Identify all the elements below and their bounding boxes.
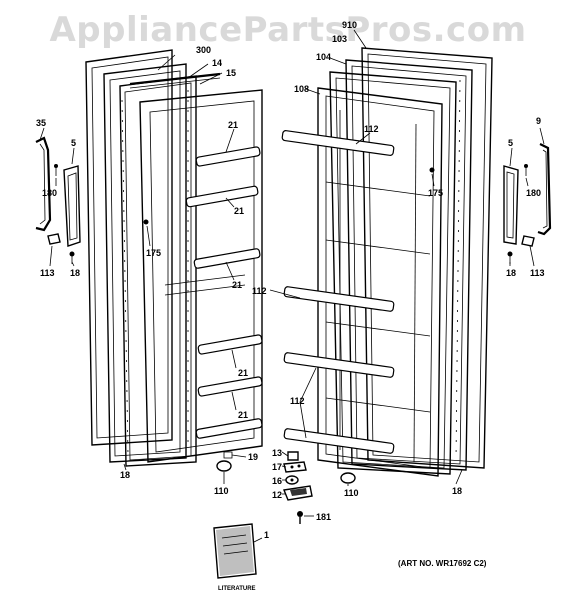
label-104: 104	[316, 52, 331, 62]
right-screw-180	[524, 164, 528, 176]
left-door-shelf-rail-21-c	[193, 248, 261, 269]
right-door-shelf-rail-112-a	[281, 130, 395, 156]
left-handle-trim-5	[63, 165, 81, 247]
right-screw-175	[429, 167, 435, 173]
label-16: 16	[272, 476, 282, 486]
right-door-liner	[329, 71, 457, 475]
right-door-inner-liner	[317, 87, 443, 477]
label-21-e: 21	[238, 410, 248, 420]
label-21-a: 21	[228, 120, 238, 130]
label-18-left-handle: 18	[70, 268, 80, 278]
label-18-right-bottom: 18	[452, 486, 462, 496]
label-15: 15	[226, 68, 236, 78]
hinge-washer-16	[285, 475, 299, 485]
left-door-shelf-rail-21-d	[197, 334, 263, 355]
label-5-left: 5	[71, 138, 76, 148]
right-door-gasket	[345, 59, 473, 471]
right-door-outer-panel	[361, 47, 493, 469]
label-13: 13	[272, 448, 282, 458]
label-175-left: 175	[146, 248, 161, 258]
label-113-right: 113	[530, 268, 545, 278]
label-108: 108	[294, 84, 309, 94]
right-door-shelf-rail-112-b	[283, 286, 395, 312]
leader-lines	[39, 29, 545, 543]
label-9: 9	[536, 116, 541, 126]
left-door-shelf-rail-21-b	[185, 185, 259, 208]
right-door-shelf-rail-112-d	[283, 428, 395, 454]
watermark: AppliancePartsPros.com	[49, 10, 527, 50]
label-14: 14	[212, 58, 222, 68]
hinge-bushing-17	[283, 461, 307, 473]
label-910: 910	[342, 20, 357, 30]
literature-booklet-1	[213, 523, 257, 579]
left-screw-180	[54, 164, 58, 176]
label-18-right-handle: 18	[506, 268, 516, 278]
right-handle-9	[537, 143, 552, 236]
label-18-left-bottom: 18	[120, 470, 130, 480]
left-door-shelf-rail-21-f	[195, 418, 263, 439]
label-21-d: 21	[238, 368, 248, 378]
hinge-screw-181	[297, 511, 303, 524]
hinge-pin-13	[287, 451, 299, 461]
label-112-b: 112	[252, 286, 267, 296]
label-17: 17	[272, 462, 282, 472]
left-door-liner	[119, 75, 197, 467]
label-181: 181	[316, 512, 331, 522]
label-180-left: 180	[42, 188, 57, 198]
label-103: 103	[332, 34, 347, 44]
left-door-inner-liner	[139, 89, 263, 463]
label-35: 35	[36, 118, 46, 128]
left-clip-113	[47, 233, 61, 245]
label-110-right: 110	[344, 488, 359, 498]
label-21-c: 21	[232, 280, 242, 290]
left-clip-19	[223, 451, 233, 459]
left-cap-110	[216, 460, 232, 472]
label-110-left: 110	[214, 486, 229, 496]
label-113-left: 113	[40, 268, 55, 278]
art-number: (ART NO. WR17692 C2)	[398, 559, 487, 568]
left-door-outer-panel	[85, 49, 173, 446]
hinge-bracket-12	[283, 485, 313, 501]
label-112-c: 112	[290, 396, 305, 406]
label-300: 300	[196, 45, 211, 55]
label-19: 19	[248, 452, 258, 462]
left-door-shelf-rail-21-a	[195, 146, 261, 167]
left-screw-175	[143, 219, 149, 225]
label-1: 1	[264, 530, 269, 540]
right-handle-trim-5	[503, 165, 519, 245]
label-175-right: 175	[428, 188, 443, 198]
right-cap-110	[340, 472, 356, 484]
left-door-shelf-rail-21-e	[197, 376, 263, 397]
left-door-top-gasket-strip	[129, 72, 221, 89]
label-12: 12	[272, 490, 282, 500]
literature-label: LITERATURE	[218, 586, 256, 592]
right-clip-113	[521, 235, 535, 247]
left-door-gasket	[103, 63, 187, 463]
label-21-b: 21	[234, 206, 244, 216]
label-5-right: 5	[508, 138, 513, 148]
label-112-a: 112	[364, 124, 379, 134]
right-door-shelf-rail-112-c	[283, 352, 395, 378]
label-180-right: 180	[526, 188, 541, 198]
left-handle-35	[35, 136, 52, 232]
